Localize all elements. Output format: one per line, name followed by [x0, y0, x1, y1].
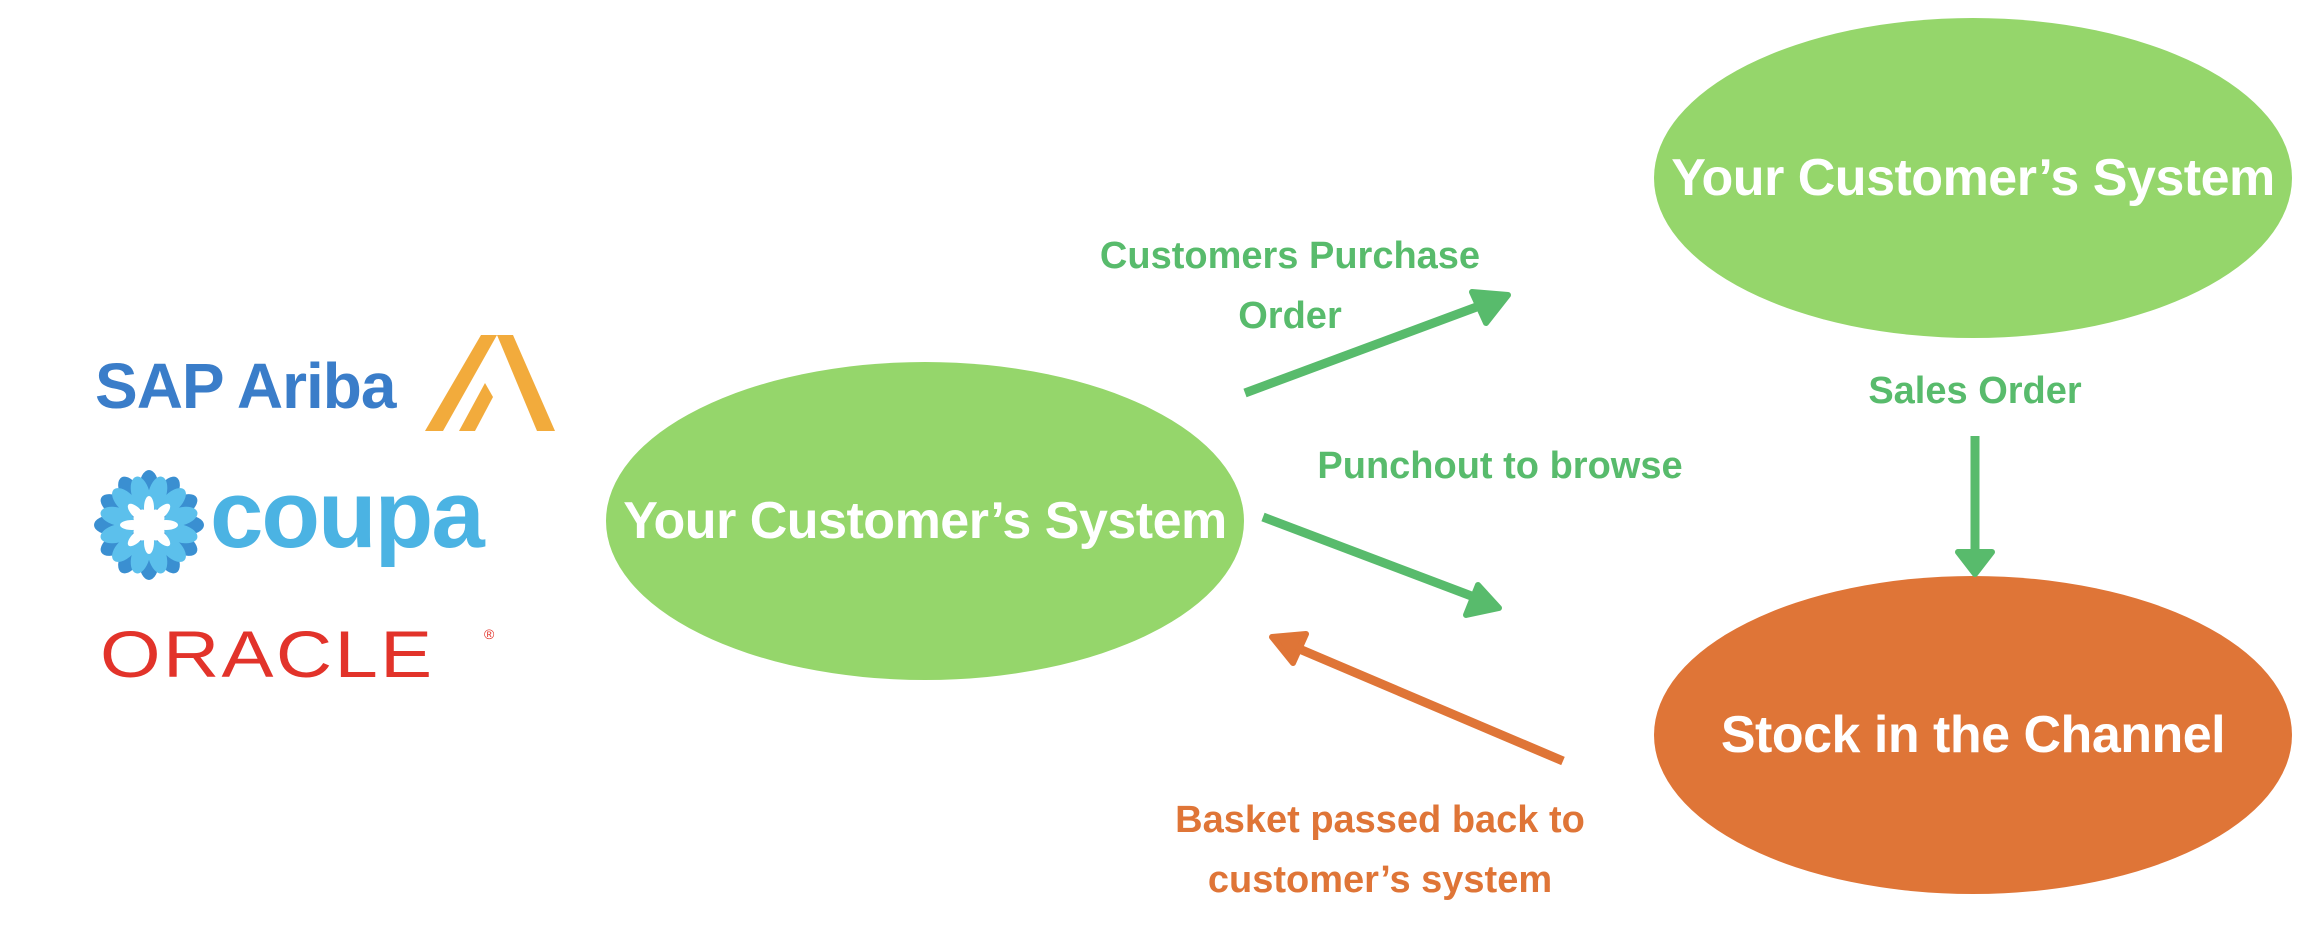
label-basket-back: Basket passed back to customer’s system [1140, 790, 1620, 910]
label-sales-order: Sales Order [1825, 361, 2125, 421]
sap-ariba-logo: SAP Ariba [95, 335, 565, 435]
sap-ariba-wordmark: SAP Ariba [95, 350, 396, 422]
label-purchase-order: Customers Purchase Order [1080, 226, 1500, 346]
label-line: Sales Order [1868, 370, 2082, 412]
node-label: Your Customer’s System [1671, 149, 2275, 207]
node-stock-in-the-channel: Stock in the Channel [1654, 576, 2292, 894]
node-customer-system-left: Your Customer’s System [606, 362, 1244, 680]
oracle-logo: ORACLE ® [100, 617, 520, 691]
coupa-flower-icon [94, 470, 204, 580]
coupa-logo: coupa [92, 461, 512, 583]
node-label: Stock in the Channel [1720, 706, 2226, 764]
coupa-wordmark: coupa [210, 461, 485, 568]
node-label: Your Customer’s System [623, 492, 1227, 550]
ariba-chevron-icon [425, 335, 555, 431]
arrow-sales-order [1955, 436, 1995, 577]
arrow-basket-back [1269, 631, 1565, 766]
label-line: Punchout to browse [1317, 445, 1683, 487]
arrow-punchout [1261, 512, 1502, 618]
label-line: Basket passed back to [1175, 799, 1585, 841]
oracle-registered-mark: ® [484, 626, 495, 642]
arrow-purchase-order [1243, 289, 1511, 398]
oracle-wordmark: ORACLE [100, 617, 435, 691]
label-punchout: Punchout to browse [1300, 436, 1700, 496]
node-customer-system-top-right: Your Customer’s System [1654, 18, 2292, 338]
label-line: customer’s system [1207, 859, 1553, 901]
label-line: Customers Purchase [1099, 235, 1481, 277]
label-line: Order [1238, 295, 1342, 337]
